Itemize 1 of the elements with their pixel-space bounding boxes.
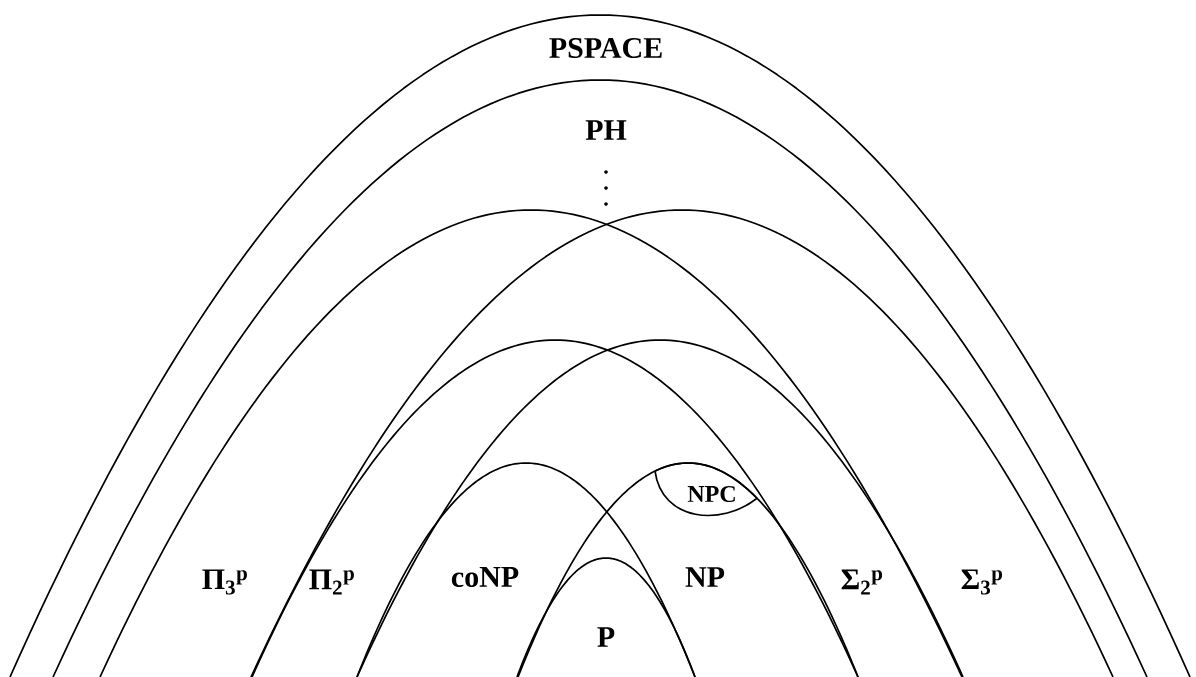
class-lens: NPC (654, 462, 758, 517)
